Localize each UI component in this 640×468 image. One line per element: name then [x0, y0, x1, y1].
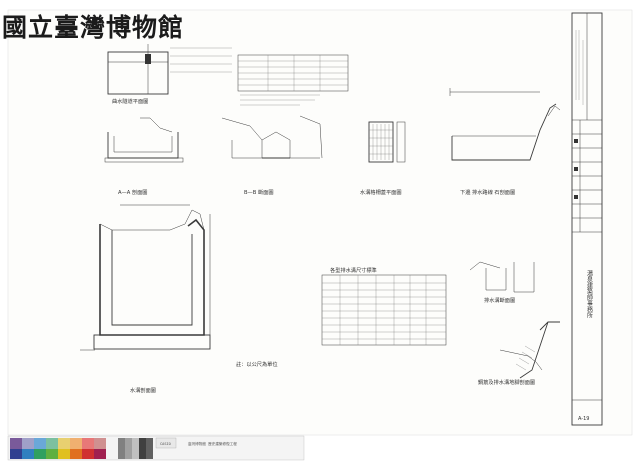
caption-main-section: 水溝剖面圖: [130, 386, 156, 394]
dimension-table-top: [237, 54, 349, 106]
color-swatch-bottom-6: [82, 449, 94, 459]
section-b-b: B—B 斷面圖: [221, 115, 323, 196]
caption-drain-small: 排水溝斷面圖: [484, 296, 515, 304]
standard-size-table: 各型排水溝尺寸標準: [321, 266, 447, 346]
color-swatch-bottom-4: [58, 449, 70, 459]
color-swatch-bottom-1: [22, 449, 34, 459]
museum-watermark: 國立臺灣博物館: [2, 13, 184, 42]
caption-top-left-plan: 曲水隧道平面圖: [112, 97, 148, 105]
gray-swatch-0: [118, 438, 125, 459]
lower-channel-profile: 下邊 排水路線 石剖面圖: [449, 88, 561, 196]
color-swatch-top-6: [82, 438, 94, 449]
firm-name: 湯泉建築師事務所: [586, 269, 593, 319]
color-swatch-bottom-0: [10, 449, 22, 459]
color-swatch-top-2: [34, 438, 46, 449]
caption-slope-detail: 鋼筋及排水溝地腳剖面圖: [478, 378, 535, 386]
color-swatch-top-5: [70, 438, 82, 449]
slope-detail: 鋼筋及排水溝地腳剖面圖: [478, 321, 560, 386]
note-units: 註：以公尺為單位: [236, 360, 278, 368]
caption-grate-plan: 水溝格柵蓋平面圖: [360, 188, 402, 196]
gray-swatch-1: [125, 438, 132, 459]
color-swatch-top-7: [94, 438, 106, 449]
color-swatch-bottom-5: [70, 449, 82, 459]
caption-lower-channel: 下邊 排水路線 石剖面圖: [460, 188, 515, 196]
color-swatch-top-1: [22, 438, 34, 449]
calibration-label-project: 臺灣博物館 歷史建築修復工程: [188, 441, 237, 446]
gray-swatch-2: [132, 438, 139, 459]
gray-swatch-4: [146, 438, 153, 459]
sheet-number: A-19: [578, 416, 589, 422]
color-swatch-top-0: [10, 438, 22, 449]
main-drain-section: 水溝剖面圖 註：以公尺為單位: [80, 204, 278, 394]
title-block: 湯泉建築師事務所 A-19: [571, 12, 603, 426]
caption-section-b: B—B 斷面圖: [244, 188, 274, 196]
color-calibration-bar: CASIO 臺灣博物館 歷史建築修復工程: [7, 435, 305, 461]
gray-swatch-3: [139, 438, 146, 459]
small-drain-section: 排水溝斷面圖: [469, 261, 535, 304]
color-swatch-top-3: [46, 438, 58, 449]
caption-section-a: A—A 剖面圖: [118, 188, 148, 196]
calibration-label-casio: CASIO: [160, 442, 171, 446]
color-swatch-top-4: [58, 438, 70, 449]
section-a-a: A—A 剖面圖: [104, 117, 184, 196]
top-left-plan-view: 曲水隧道平面圖: [107, 44, 232, 105]
color-swatch-bottom-2: [34, 449, 46, 459]
color-swatch-bottom-7: [94, 449, 106, 459]
color-swatch-bottom-3: [46, 449, 58, 459]
grate-plan: 水溝格柵蓋平面圖: [360, 121, 406, 196]
table-title: 各型排水溝尺寸標準: [330, 266, 377, 274]
